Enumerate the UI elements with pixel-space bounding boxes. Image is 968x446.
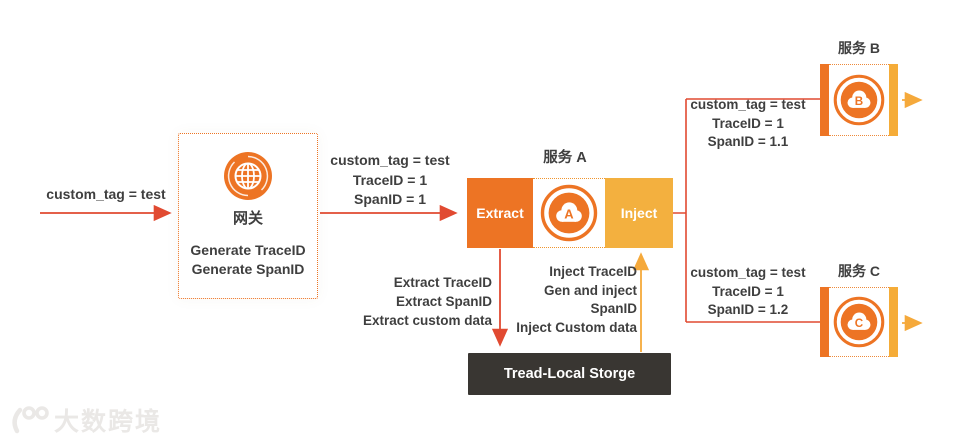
- service-c-inject-bar: [889, 287, 898, 357]
- service-a-letter: A: [564, 207, 574, 222]
- extract-section: Extract: [467, 178, 533, 248]
- inject-actions-label: Inject TraceID Gen and inject SpanID Inj…: [502, 263, 637, 338]
- service-c-box: C: [820, 287, 898, 357]
- service-b-labels: custom_tag = test TraceID = 1 SpanID = 1…: [684, 96, 812, 152]
- gateway-action-line: Generate SpanID: [191, 261, 305, 277]
- service-c-label-line: TraceID = 1: [712, 283, 784, 299]
- connector-inject-to-services: [673, 98, 820, 323]
- service-c-extract-bar: [820, 287, 829, 357]
- service-b-inject-bar: [889, 64, 898, 136]
- service-c-title: 服务 C: [838, 263, 880, 279]
- service-b-label-line: TraceID = 1: [712, 115, 784, 131]
- thread-local-storage-box: Tread-Local Storge: [468, 353, 671, 395]
- service-c-label-line: SpanID = 1.2: [707, 302, 789, 317]
- extract-action-line: Extract TraceID: [393, 275, 492, 290]
- gateway-title: 网关: [232, 210, 263, 227]
- gateway-action-line: Generate TraceID: [190, 242, 306, 258]
- cloud-c-icon: C: [833, 296, 885, 348]
- service-c-label-line: custom_tag = test: [690, 265, 806, 280]
- extract-actions-label: Extract TraceID Extract SpanID Extract c…: [350, 273, 492, 330]
- service-a-title: 服务 A: [543, 150, 587, 166]
- cloud-b-icon: B: [833, 74, 885, 126]
- inject-action-line: Gen and inject: [543, 282, 637, 298]
- service-b-box: B: [820, 64, 898, 136]
- storage-label: Tread-Local Storge: [503, 366, 636, 382]
- watermark-logo-icon: [12, 406, 49, 434]
- service-b-extract-bar: [820, 64, 829, 136]
- flow-line: SpanID = 1: [354, 191, 426, 207]
- service-b-letter: B: [855, 95, 863, 108]
- service-b-icon-section: B: [829, 64, 889, 136]
- request-tag-label: custom_tag = test: [46, 186, 166, 202]
- service-a-box: Extract A Inject: [467, 178, 673, 248]
- service-c-icon-section: C: [829, 287, 889, 357]
- service-b-label-line: SpanID = 1.1: [707, 134, 789, 149]
- inject-section: Inject: [605, 178, 673, 248]
- inject-action-line: Inject Custom data: [516, 320, 637, 336]
- service-a-icon-section: A: [533, 178, 605, 248]
- gateway-box: 网关 Generate TraceID Generate SpanID: [178, 133, 318, 299]
- flow-line: TraceID = 1: [352, 171, 428, 188]
- watermark-text: 大数跨境: [54, 408, 163, 436]
- service-c-letter: C: [855, 317, 864, 330]
- service-b-title: 服务 B: [838, 40, 880, 56]
- extract-action-line: Extract custom data: [362, 313, 492, 328]
- watermark: 大数跨境: [8, 402, 162, 438]
- gateway-to-a-labels: custom_tag = test TraceID = 1 SpanID = 1: [320, 151, 460, 210]
- cloud-a-icon: A: [540, 184, 598, 242]
- flow-line: custom_tag = test: [330, 152, 450, 168]
- extract-action-line: Extract SpanID: [395, 294, 492, 309]
- gateway-actions: Generate TraceID Generate SpanID: [179, 241, 317, 279]
- service-c-labels: custom_tag = test TraceID = 1 SpanID = 1…: [684, 264, 812, 320]
- inject-action-line: Inject TraceID: [549, 264, 637, 279]
- globe-icon: [179, 151, 317, 201]
- inject-action-line: SpanID: [590, 301, 637, 317]
- service-b-label-line: custom_tag = test: [690, 97, 806, 112]
